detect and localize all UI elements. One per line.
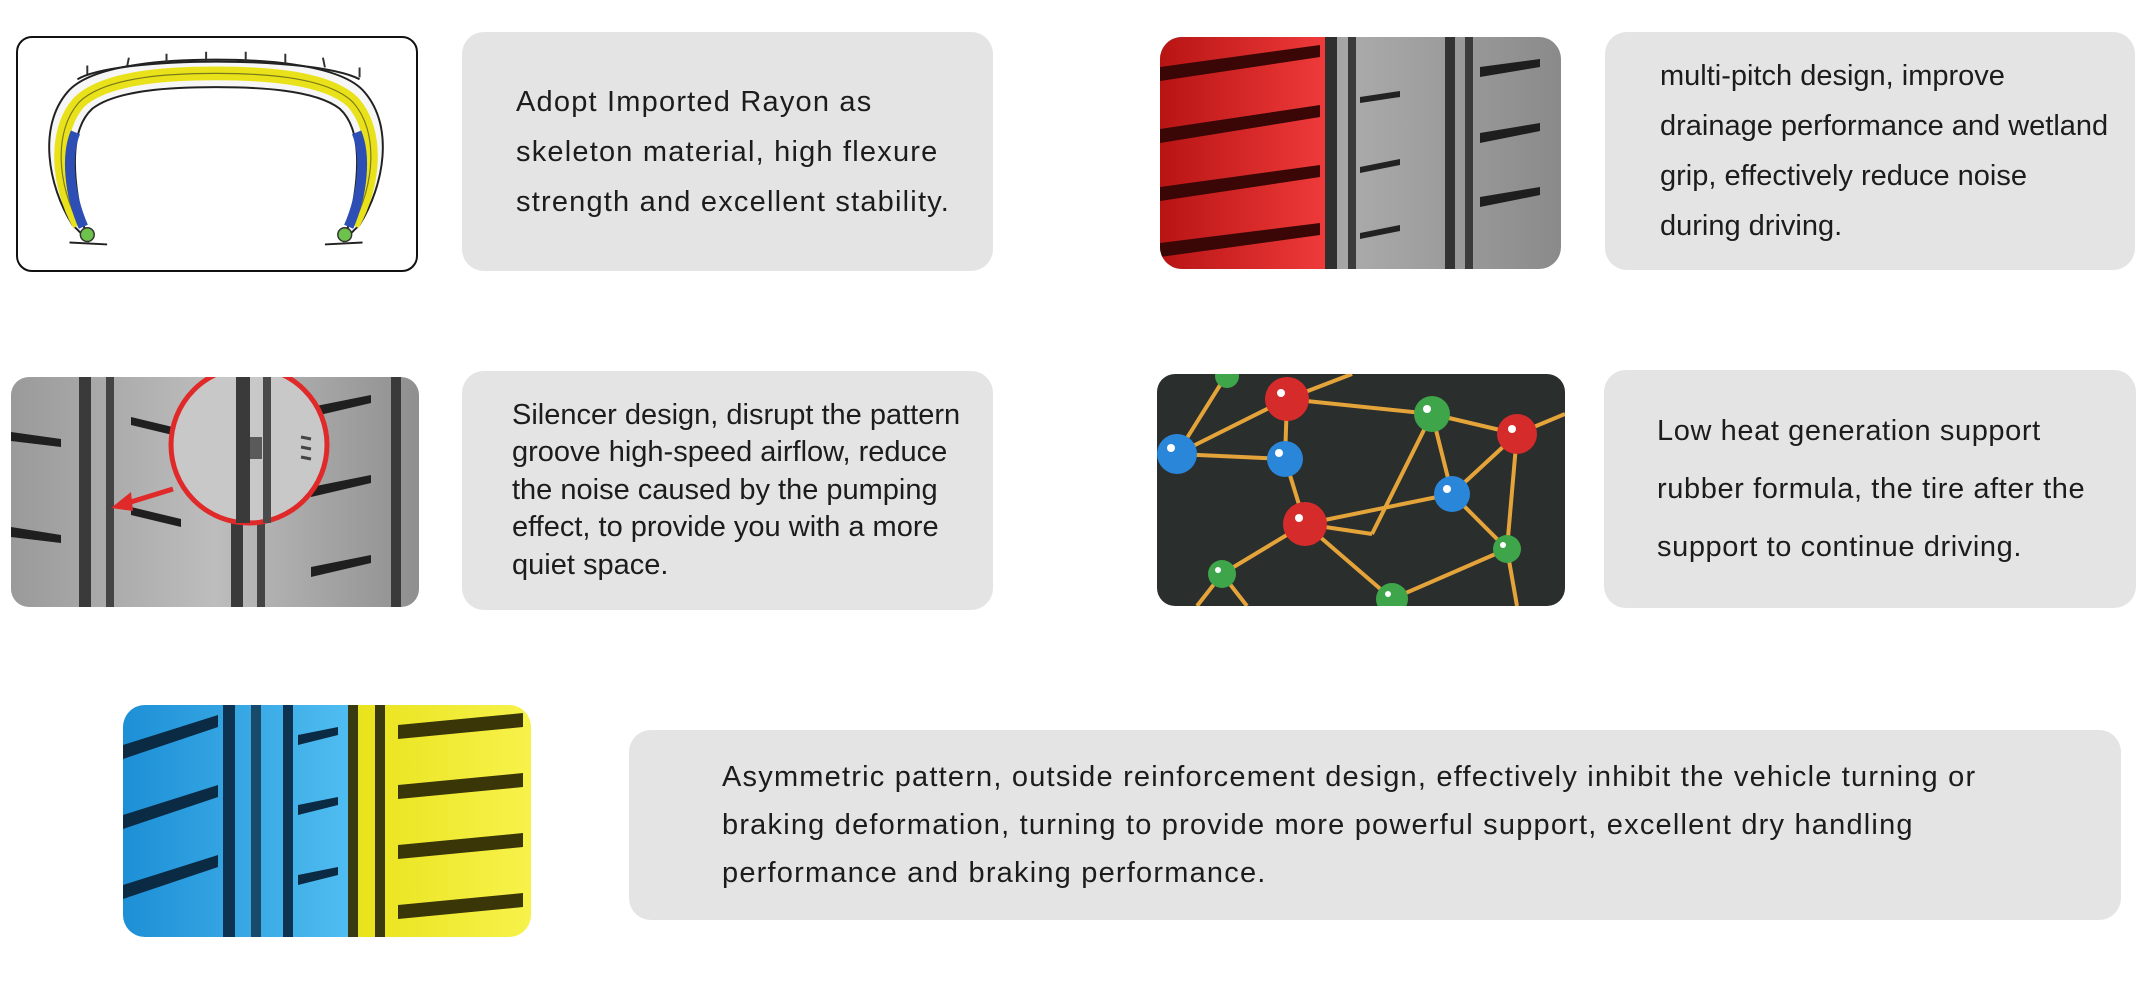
feature-card-rayon: Adopt Imported Rayon as skeleton materia… bbox=[462, 32, 993, 271]
feature-text-rayon: Adopt Imported Rayon as skeleton materia… bbox=[516, 85, 951, 218]
rubber-molecule-network-icon bbox=[1157, 374, 1565, 606]
feature-text-molecule: Low heat generation support rubber formu… bbox=[1657, 415, 2086, 563]
tire-cross-section-icon bbox=[16, 36, 418, 272]
feature-text-silencer: Silencer design, disrupt the pattern gro… bbox=[512, 398, 961, 581]
tread-silencer-magnifier-icon bbox=[11, 377, 419, 607]
feature-card-multipitch: multi-pitch design, improve drainage per… bbox=[1605, 32, 2135, 270]
asymmetric-tread-icon bbox=[123, 705, 531, 937]
feature-text-asymmetric: Asymmetric pattern, outside reinforcemen… bbox=[722, 761, 1977, 889]
feature-text-multipitch: multi-pitch design, improve drainage per… bbox=[1660, 60, 2109, 242]
feature-card-silencer: Silencer design, disrupt the pattern gro… bbox=[462, 371, 993, 610]
feature-card-asymmetric: Asymmetric pattern, outside reinforcemen… bbox=[629, 730, 2121, 920]
feature-card-molecule: Low heat generation support rubber formu… bbox=[1604, 370, 2136, 608]
tread-multipitch-icon bbox=[1160, 37, 1561, 269]
